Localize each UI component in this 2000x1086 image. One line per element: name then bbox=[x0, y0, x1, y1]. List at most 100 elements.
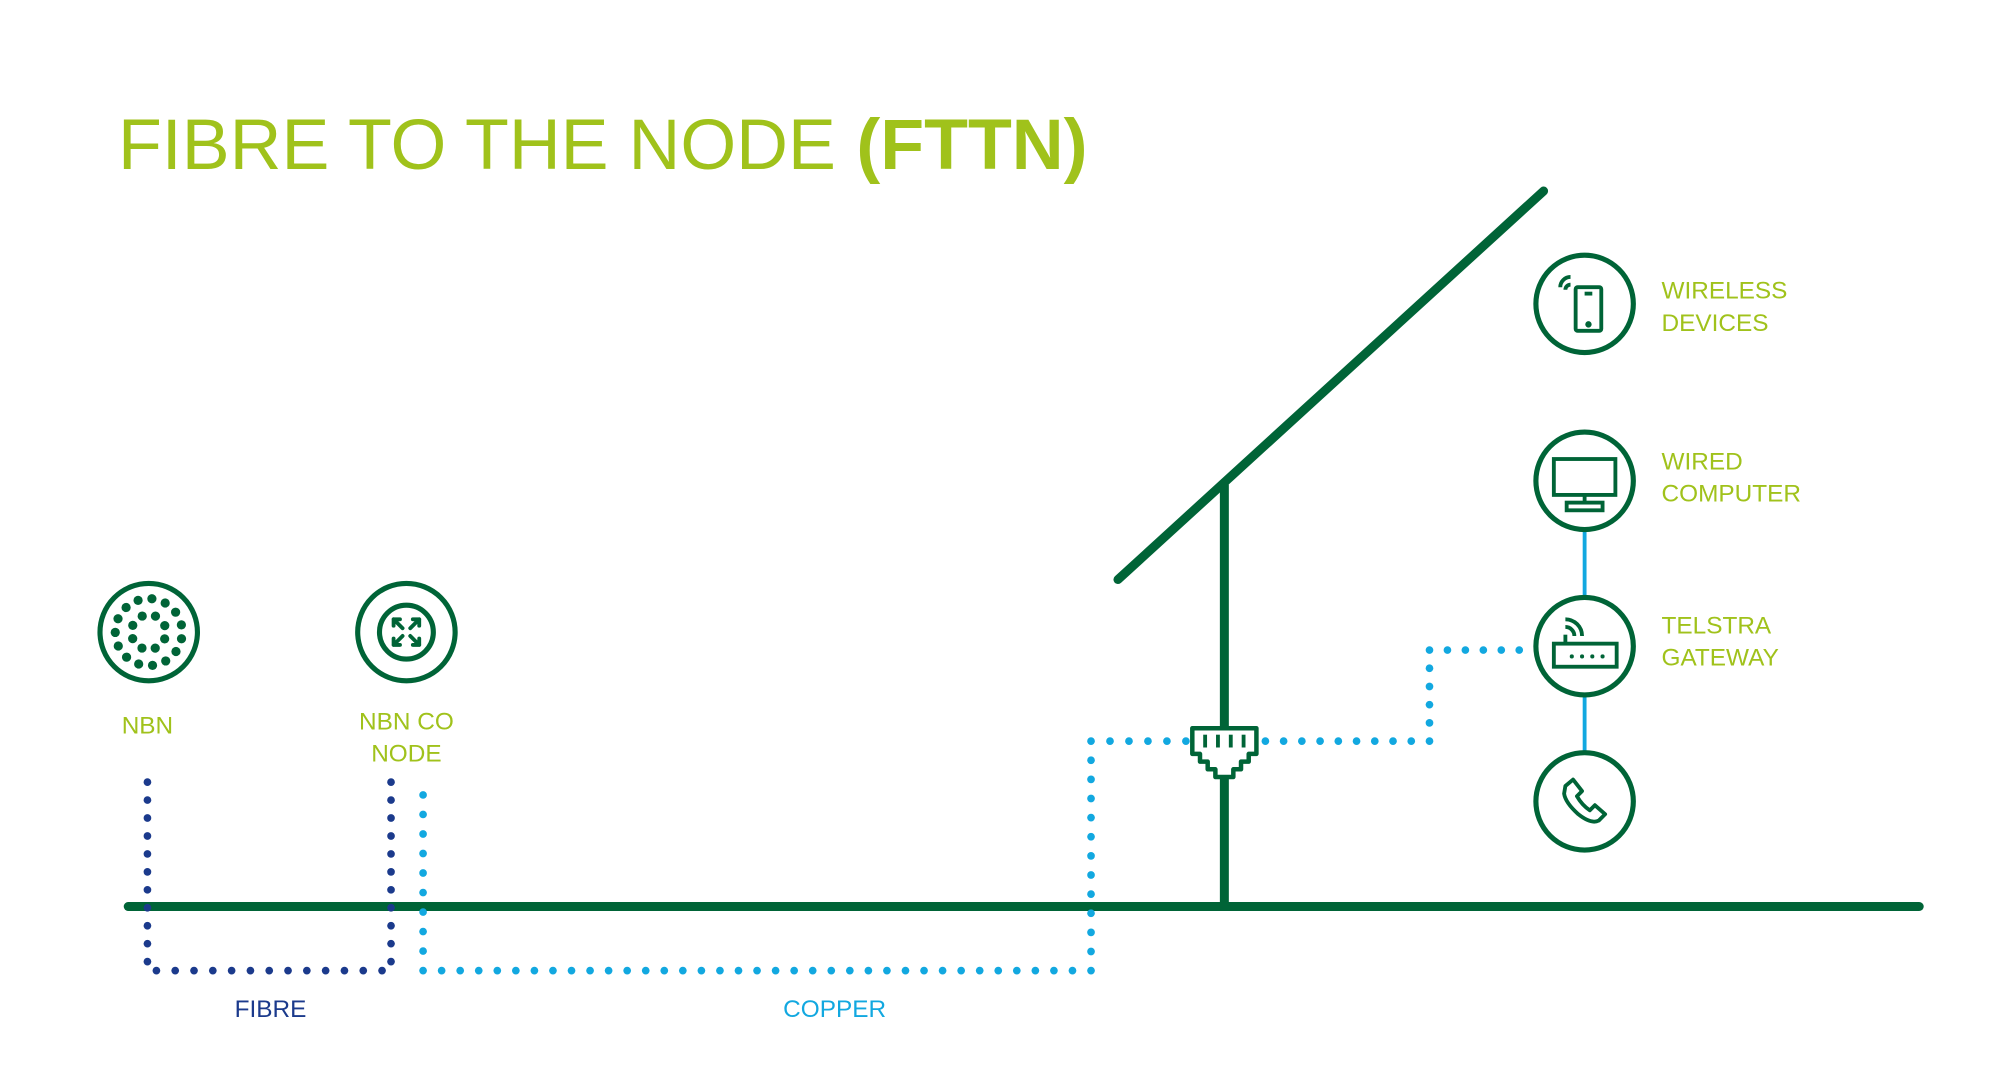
label-wireless-2: DEVICES bbox=[1662, 310, 1769, 337]
fibre-strand-dot bbox=[176, 634, 187, 644]
fibre-cable-dot bbox=[246, 966, 255, 975]
mobile-wireless-icon bbox=[1533, 252, 1636, 356]
copper-cable-dot bbox=[808, 966, 817, 975]
copper-cable-dot bbox=[623, 966, 632, 975]
fibre-cable-dot bbox=[208, 966, 217, 975]
copper-cable-dot bbox=[641, 966, 650, 975]
copper-cable-dot bbox=[419, 810, 427, 819]
fibre-cable-dot bbox=[387, 921, 395, 930]
fibre-cable-dot bbox=[227, 966, 236, 975]
fibre-strand-dot bbox=[147, 594, 157, 604]
copper-cable-dot bbox=[1425, 646, 1434, 654]
fibre-cable-dot bbox=[171, 966, 180, 975]
copper-cable-dot bbox=[1298, 737, 1306, 745]
copper-cable-dot bbox=[660, 966, 669, 975]
fibre-cable-dot bbox=[387, 939, 395, 948]
copper-cable-dot bbox=[1087, 756, 1095, 765]
copper-cable-dot bbox=[1515, 646, 1524, 654]
copper-cable-dot bbox=[827, 966, 836, 975]
label-nbn: NBN bbox=[122, 712, 173, 739]
fibre-cable-dot bbox=[359, 966, 368, 975]
copper-cable-dot bbox=[1443, 646, 1452, 654]
fibre-strand-dot bbox=[137, 611, 147, 621]
fibre-cable-dot bbox=[143, 957, 152, 966]
label-node-1: NBN CO bbox=[359, 709, 454, 736]
copper-cable-dot bbox=[734, 966, 743, 975]
label-wireless-1: WIRELESS bbox=[1662, 278, 1788, 305]
copper-cable-dot bbox=[1087, 871, 1095, 879]
copper-cable-dot bbox=[456, 966, 465, 975]
copper-cable-dot bbox=[883, 966, 891, 975]
fibre-cable-dot bbox=[387, 957, 395, 966]
copper-cable-dot bbox=[716, 966, 724, 975]
fibre-cable-dot bbox=[387, 778, 395, 786]
copper-cable-dot bbox=[1261, 737, 1270, 745]
copper-cable-dot bbox=[1425, 737, 1434, 745]
copper-cable-dot bbox=[938, 966, 947, 975]
copper-cable-dot bbox=[1144, 737, 1152, 745]
fibre-strand-dot bbox=[160, 620, 170, 631]
copper-cable-dot bbox=[419, 966, 427, 975]
copper-cable-dot bbox=[901, 966, 910, 975]
fibre-cable-dot bbox=[387, 850, 395, 858]
copper-cable-dot bbox=[419, 888, 427, 897]
fibre-strand-dot bbox=[113, 641, 123, 651]
copper-cable-dot bbox=[1316, 737, 1324, 745]
copper-cable-dot bbox=[419, 830, 427, 838]
copper-cable-dot bbox=[678, 966, 687, 975]
copper-cable-dot bbox=[419, 927, 427, 936]
copper-cable-dot bbox=[753, 966, 761, 975]
copper-cable-dot bbox=[1087, 928, 1095, 937]
fibre-cable-dot bbox=[387, 885, 395, 894]
fibre-cable-dot bbox=[340, 966, 349, 975]
fibre-cable-dot bbox=[143, 832, 152, 840]
copper-cable-dot bbox=[1479, 646, 1488, 654]
fibre-cable-dot bbox=[387, 832, 395, 840]
label-wired-2: COMPUTER bbox=[1662, 480, 1801, 507]
fibre-cable-dot bbox=[143, 885, 152, 894]
copper-cable-dot bbox=[586, 966, 594, 975]
copper-cable-dot bbox=[790, 966, 799, 975]
copper-cable-dot bbox=[845, 966, 854, 975]
copper-cable-dot bbox=[1163, 737, 1171, 745]
copper-cable-dot bbox=[1087, 832, 1095, 841]
copper-cable-dot bbox=[474, 966, 483, 975]
copper-cable-dot bbox=[1012, 966, 1021, 975]
copper-cable-dot bbox=[1279, 737, 1288, 745]
fibre-cable-dot bbox=[321, 966, 330, 975]
copper-cable-dot bbox=[1087, 947, 1095, 956]
fibre-strand-dot bbox=[121, 652, 132, 662]
copper-cable-dot bbox=[604, 966, 613, 975]
copper-cable-dot bbox=[1425, 682, 1434, 691]
fibre-strand-dot bbox=[176, 620, 186, 630]
copper-cable-dot bbox=[1087, 966, 1095, 975]
fibre-cable-dot bbox=[143, 796, 152, 804]
fibre-strand-dot bbox=[110, 627, 120, 638]
fibre-strand-dot bbox=[150, 643, 160, 653]
copper-cable-dot bbox=[567, 966, 576, 975]
copper-cable-dot bbox=[1068, 966, 1077, 975]
copper-cable-dot bbox=[549, 966, 557, 975]
copper-cable-dot bbox=[1334, 737, 1343, 745]
copper-cable-dot bbox=[920, 966, 928, 975]
title-bold: (FTTN) bbox=[856, 105, 1087, 185]
fibre-cable-dot bbox=[152, 966, 161, 975]
copper-cable-dot bbox=[1425, 700, 1434, 709]
label-fibre: FIBRE bbox=[235, 996, 307, 1023]
copper-cable-dot bbox=[957, 966, 965, 975]
router-icon bbox=[1533, 594, 1636, 698]
fibre-cable-dot bbox=[143, 868, 152, 876]
monitor-icon bbox=[1533, 429, 1636, 533]
label-wired-1: WIRED bbox=[1662, 448, 1743, 475]
fibre-strand-dot bbox=[128, 634, 138, 644]
copper-cable-dot bbox=[1497, 646, 1506, 654]
copper-cable-dot bbox=[1087, 775, 1095, 784]
copper-cable-dot bbox=[530, 966, 539, 975]
copper-cable-dot bbox=[697, 966, 706, 975]
wall-socket-icon bbox=[1190, 726, 1259, 780]
label-node-2: NODE bbox=[371, 741, 441, 768]
fibre-strand-dot bbox=[133, 595, 143, 605]
cable-dots bbox=[143, 646, 1524, 975]
copper-cable-dot bbox=[975, 966, 984, 975]
copper-cable-dot bbox=[1087, 909, 1095, 918]
